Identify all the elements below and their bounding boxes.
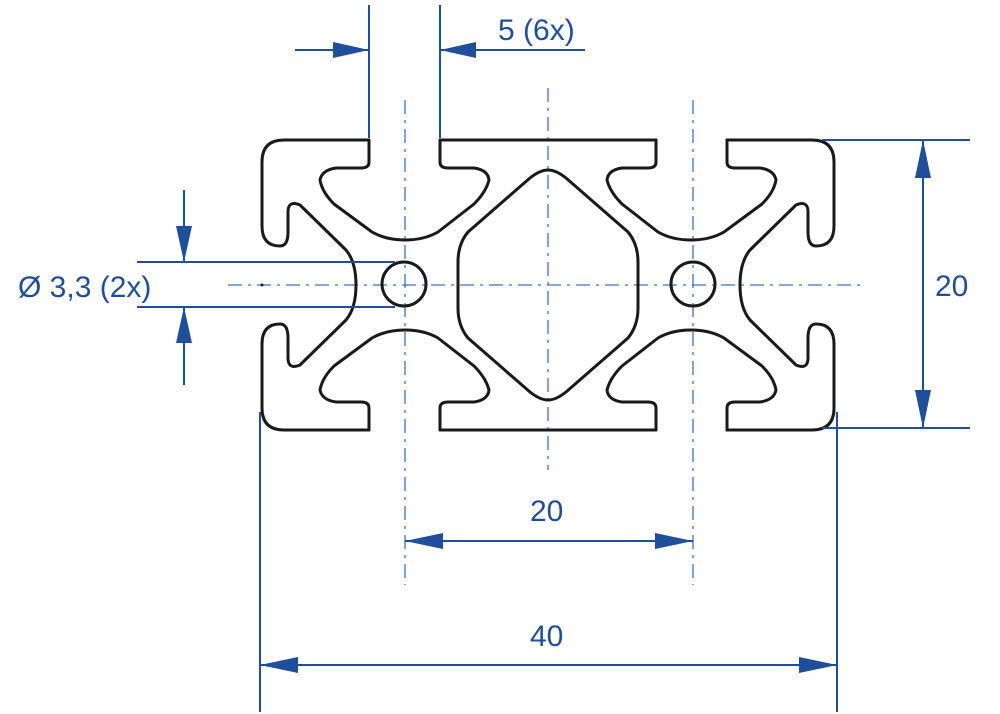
slot-width-label: 5 (6x) xyxy=(498,14,575,47)
dimension-slot-width: 5 (6x) xyxy=(295,5,585,138)
height-label: 20 xyxy=(935,270,968,303)
dimension-hole-diameter: Ø 3,3 (2x) xyxy=(18,190,395,385)
hole-pitch-label: 20 xyxy=(530,495,563,528)
overall-width-label: 40 xyxy=(530,620,563,653)
dimension-overall-width: 40 xyxy=(259,412,838,712)
hole-diameter-label: Ø 3,3 (2x) xyxy=(18,271,151,304)
aluminum-profile-outline xyxy=(260,138,836,432)
center-hole-right xyxy=(669,260,717,308)
center-hole-left xyxy=(380,260,428,308)
dimension-height: 20 xyxy=(822,139,970,429)
centerlines xyxy=(228,88,862,585)
dimension-hole-pitch: 20 xyxy=(405,495,693,549)
